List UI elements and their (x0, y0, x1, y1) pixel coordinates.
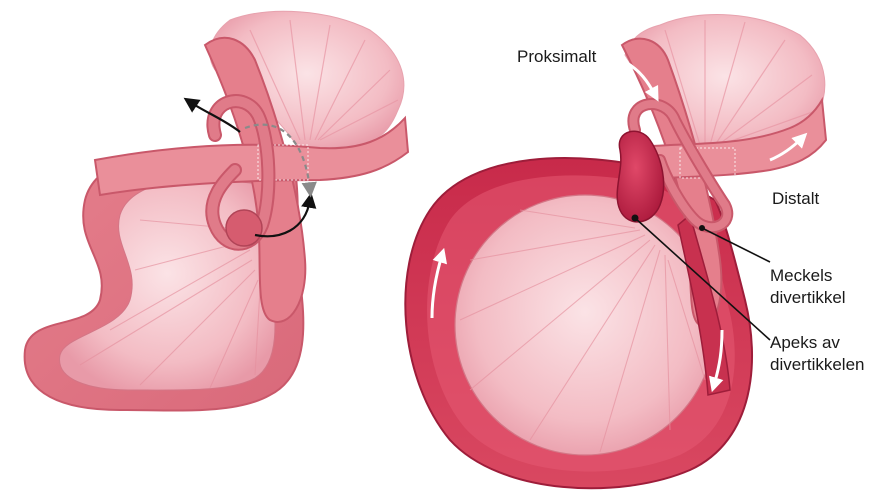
label-proximal: Proksimalt (517, 47, 597, 66)
label-meckel-line1: Meckels (770, 266, 832, 285)
label-meckel-line2: divertikkel (770, 288, 846, 307)
right-loop-mesentery (455, 195, 715, 455)
left-illustration (25, 11, 408, 410)
left-diverticulum-tip (226, 210, 262, 246)
right-illustration (405, 15, 826, 489)
label-distal: Distalt (772, 189, 820, 208)
label-apex-line2: divertikkelen (770, 355, 865, 374)
leader-meckel-dot (699, 225, 705, 231)
label-apex-line1: Apeks av (770, 333, 840, 352)
leader-apex-dot (632, 215, 639, 222)
